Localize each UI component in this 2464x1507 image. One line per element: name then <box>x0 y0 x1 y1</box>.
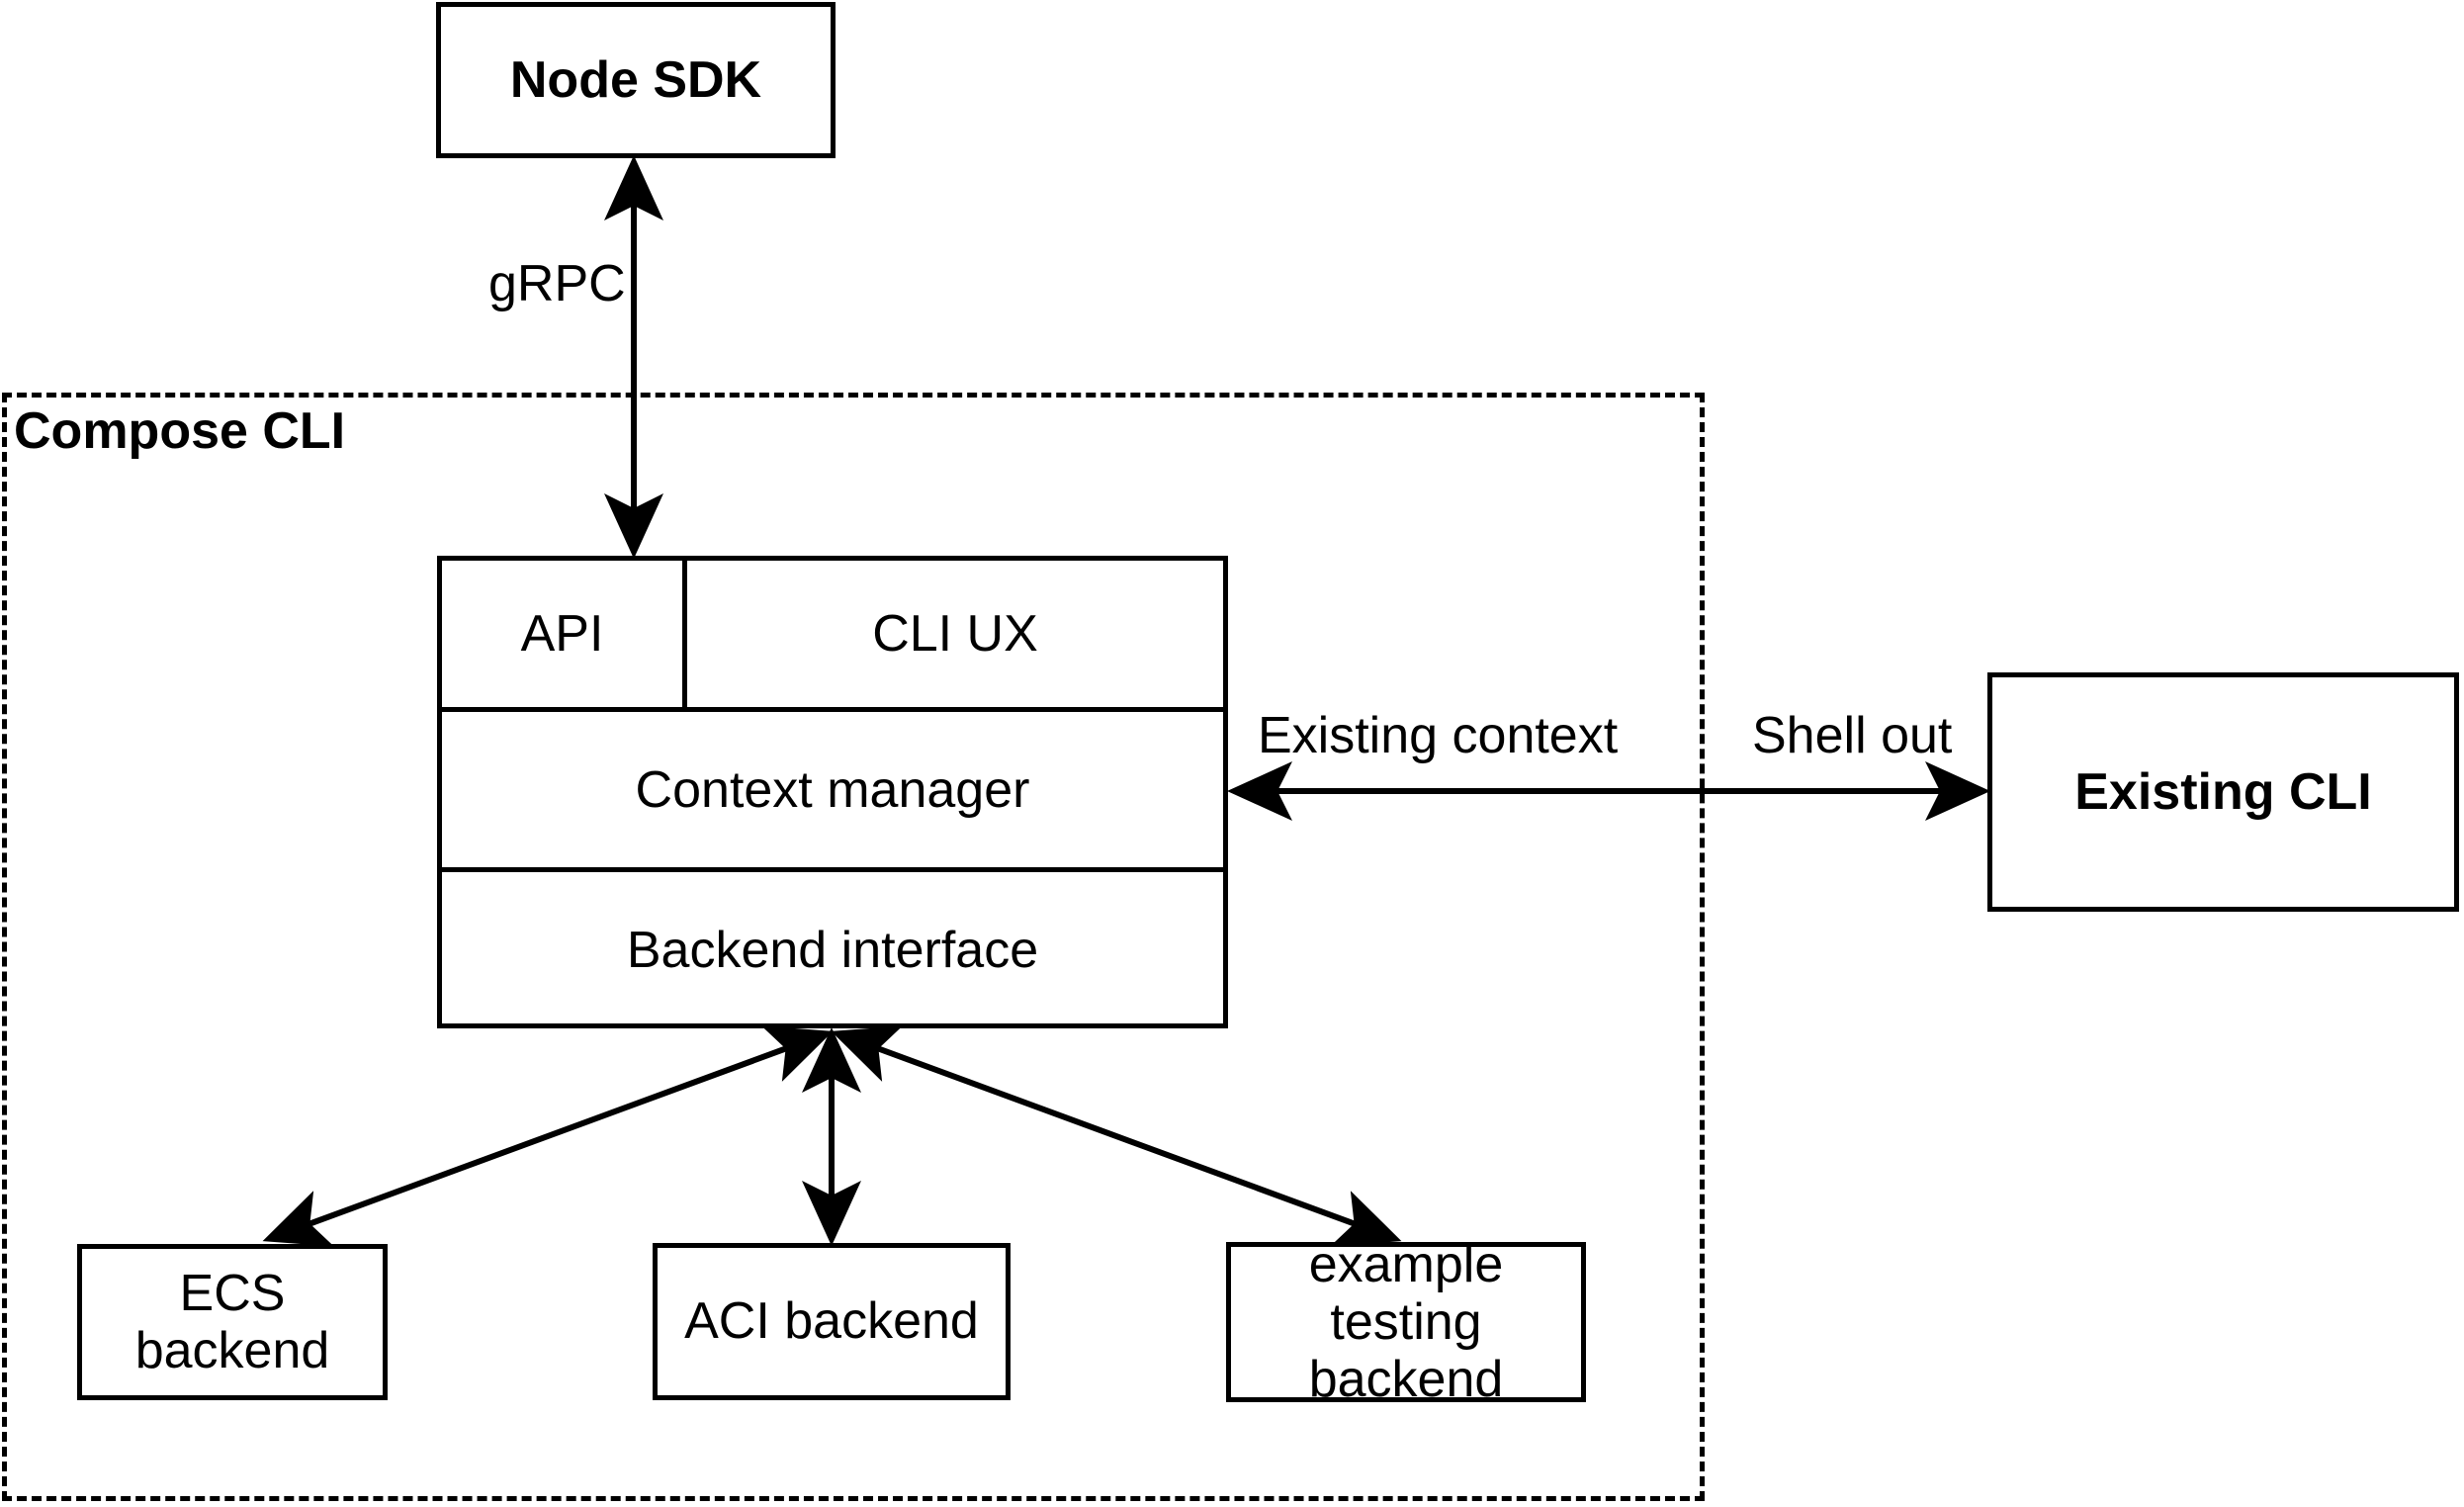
cli-ux-cell[interactable]: CLI UX <box>687 561 1223 707</box>
compose-cli-group-label: Compose CLI <box>14 402 346 460</box>
grpc-edge-label: gRPC <box>488 255 626 312</box>
api-cliux-row: API CLI UX <box>442 561 1223 707</box>
node-sdk-box[interactable]: Node SDK <box>436 2 836 158</box>
aci-backend-label: ACI backend <box>684 1292 979 1351</box>
compose-cli-stack: API CLI UX Context manager Backend inter… <box>437 556 1228 1028</box>
context-manager-cell[interactable]: Context manager <box>442 712 1223 867</box>
example-testing-backend-box[interactable]: example testing backend <box>1226 1236 1586 1408</box>
compose-cli-boundary <box>2 393 1705 1501</box>
backend-interface-cell[interactable]: Backend interface <box>442 872 1223 1028</box>
shell-out-edge-label: Shell out <box>1752 707 1953 764</box>
existing-cli-box[interactable]: Existing CLI <box>1987 672 2459 912</box>
ecs-backend-box[interactable]: ECS backend <box>77 1244 388 1400</box>
context-manager-label: Context manager <box>635 760 1030 819</box>
example-testing-backend-label-line2: backend <box>1308 1351 1504 1409</box>
node-sdk-label: Node SDK <box>509 50 762 109</box>
existing-context-edge-label: Existing context <box>1258 707 1619 764</box>
backend-interface-label: Backend interface <box>626 922 1039 979</box>
ecs-backend-label: ECS backend <box>134 1264 330 1379</box>
api-label: API <box>520 605 604 663</box>
existing-cli-label: Existing CLI <box>2074 762 2372 821</box>
row-divider-1 <box>442 707 1223 712</box>
aci-backend-box[interactable]: ACI backend <box>653 1243 1011 1400</box>
api-cell[interactable]: API <box>442 561 682 707</box>
cli-ux-label: CLI UX <box>872 605 1038 663</box>
api-cliux-divider <box>682 561 687 707</box>
example-testing-backend-label-line1: example testing <box>1308 1235 1504 1351</box>
row-divider-2 <box>442 867 1223 872</box>
